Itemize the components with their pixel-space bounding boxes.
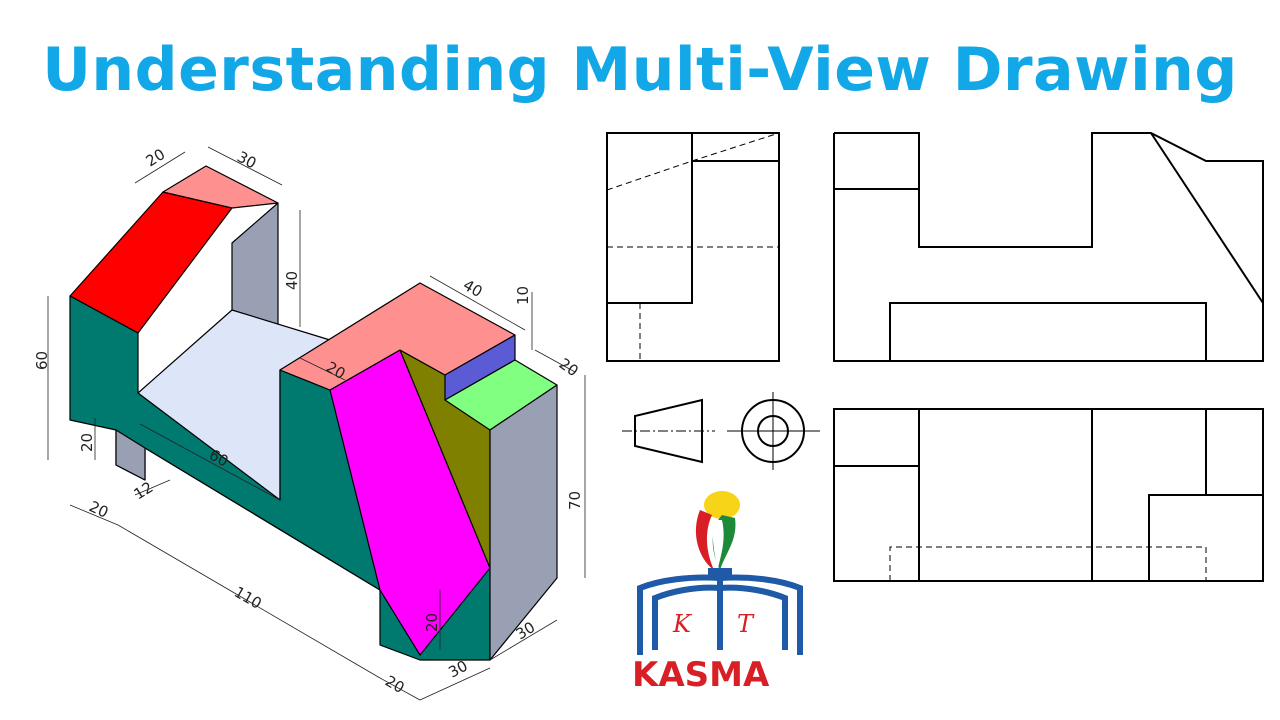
book-icon [637, 574, 803, 655]
side-view [606, 132, 780, 362]
dim-label: 40 [283, 271, 301, 290]
isometric-view [69, 165, 558, 661]
logo-wordmark: KASMA [632, 655, 770, 695]
notch-face [115, 429, 146, 481]
kasma-logo: K T KASMA [632, 491, 803, 695]
logo-letter-left: K [672, 610, 693, 638]
torch-flame-icon [695, 491, 740, 570]
dim-label: 20 [556, 355, 582, 381]
front-view [833, 132, 1264, 362]
dim-label: 12 [131, 478, 157, 503]
dim-label: 20 [78, 433, 96, 452]
dim-label: 20 [86, 497, 111, 521]
logo-letter-right: T [737, 610, 755, 638]
dim-label: 70 [566, 491, 584, 510]
dim-label: 20 [423, 613, 441, 632]
dim-label: 30 [234, 148, 259, 173]
dimension-lines [47, 146, 586, 701]
torch-base [708, 568, 732, 576]
dim-label: 10 [514, 286, 532, 305]
back-block-top-face [162, 165, 279, 209]
dim-label: 60 [33, 351, 51, 370]
projection-symbol-icon [622, 392, 820, 470]
page-title: Understanding Multi-View Drawing [42, 35, 1238, 105]
dim-label: 20 [382, 672, 408, 697]
dim-label: 40 [460, 276, 486, 301]
dim-label: 110 [231, 583, 265, 613]
dim-label: 20 [143, 145, 169, 170]
top-view [833, 408, 1264, 582]
right-side-face [489, 384, 558, 661]
